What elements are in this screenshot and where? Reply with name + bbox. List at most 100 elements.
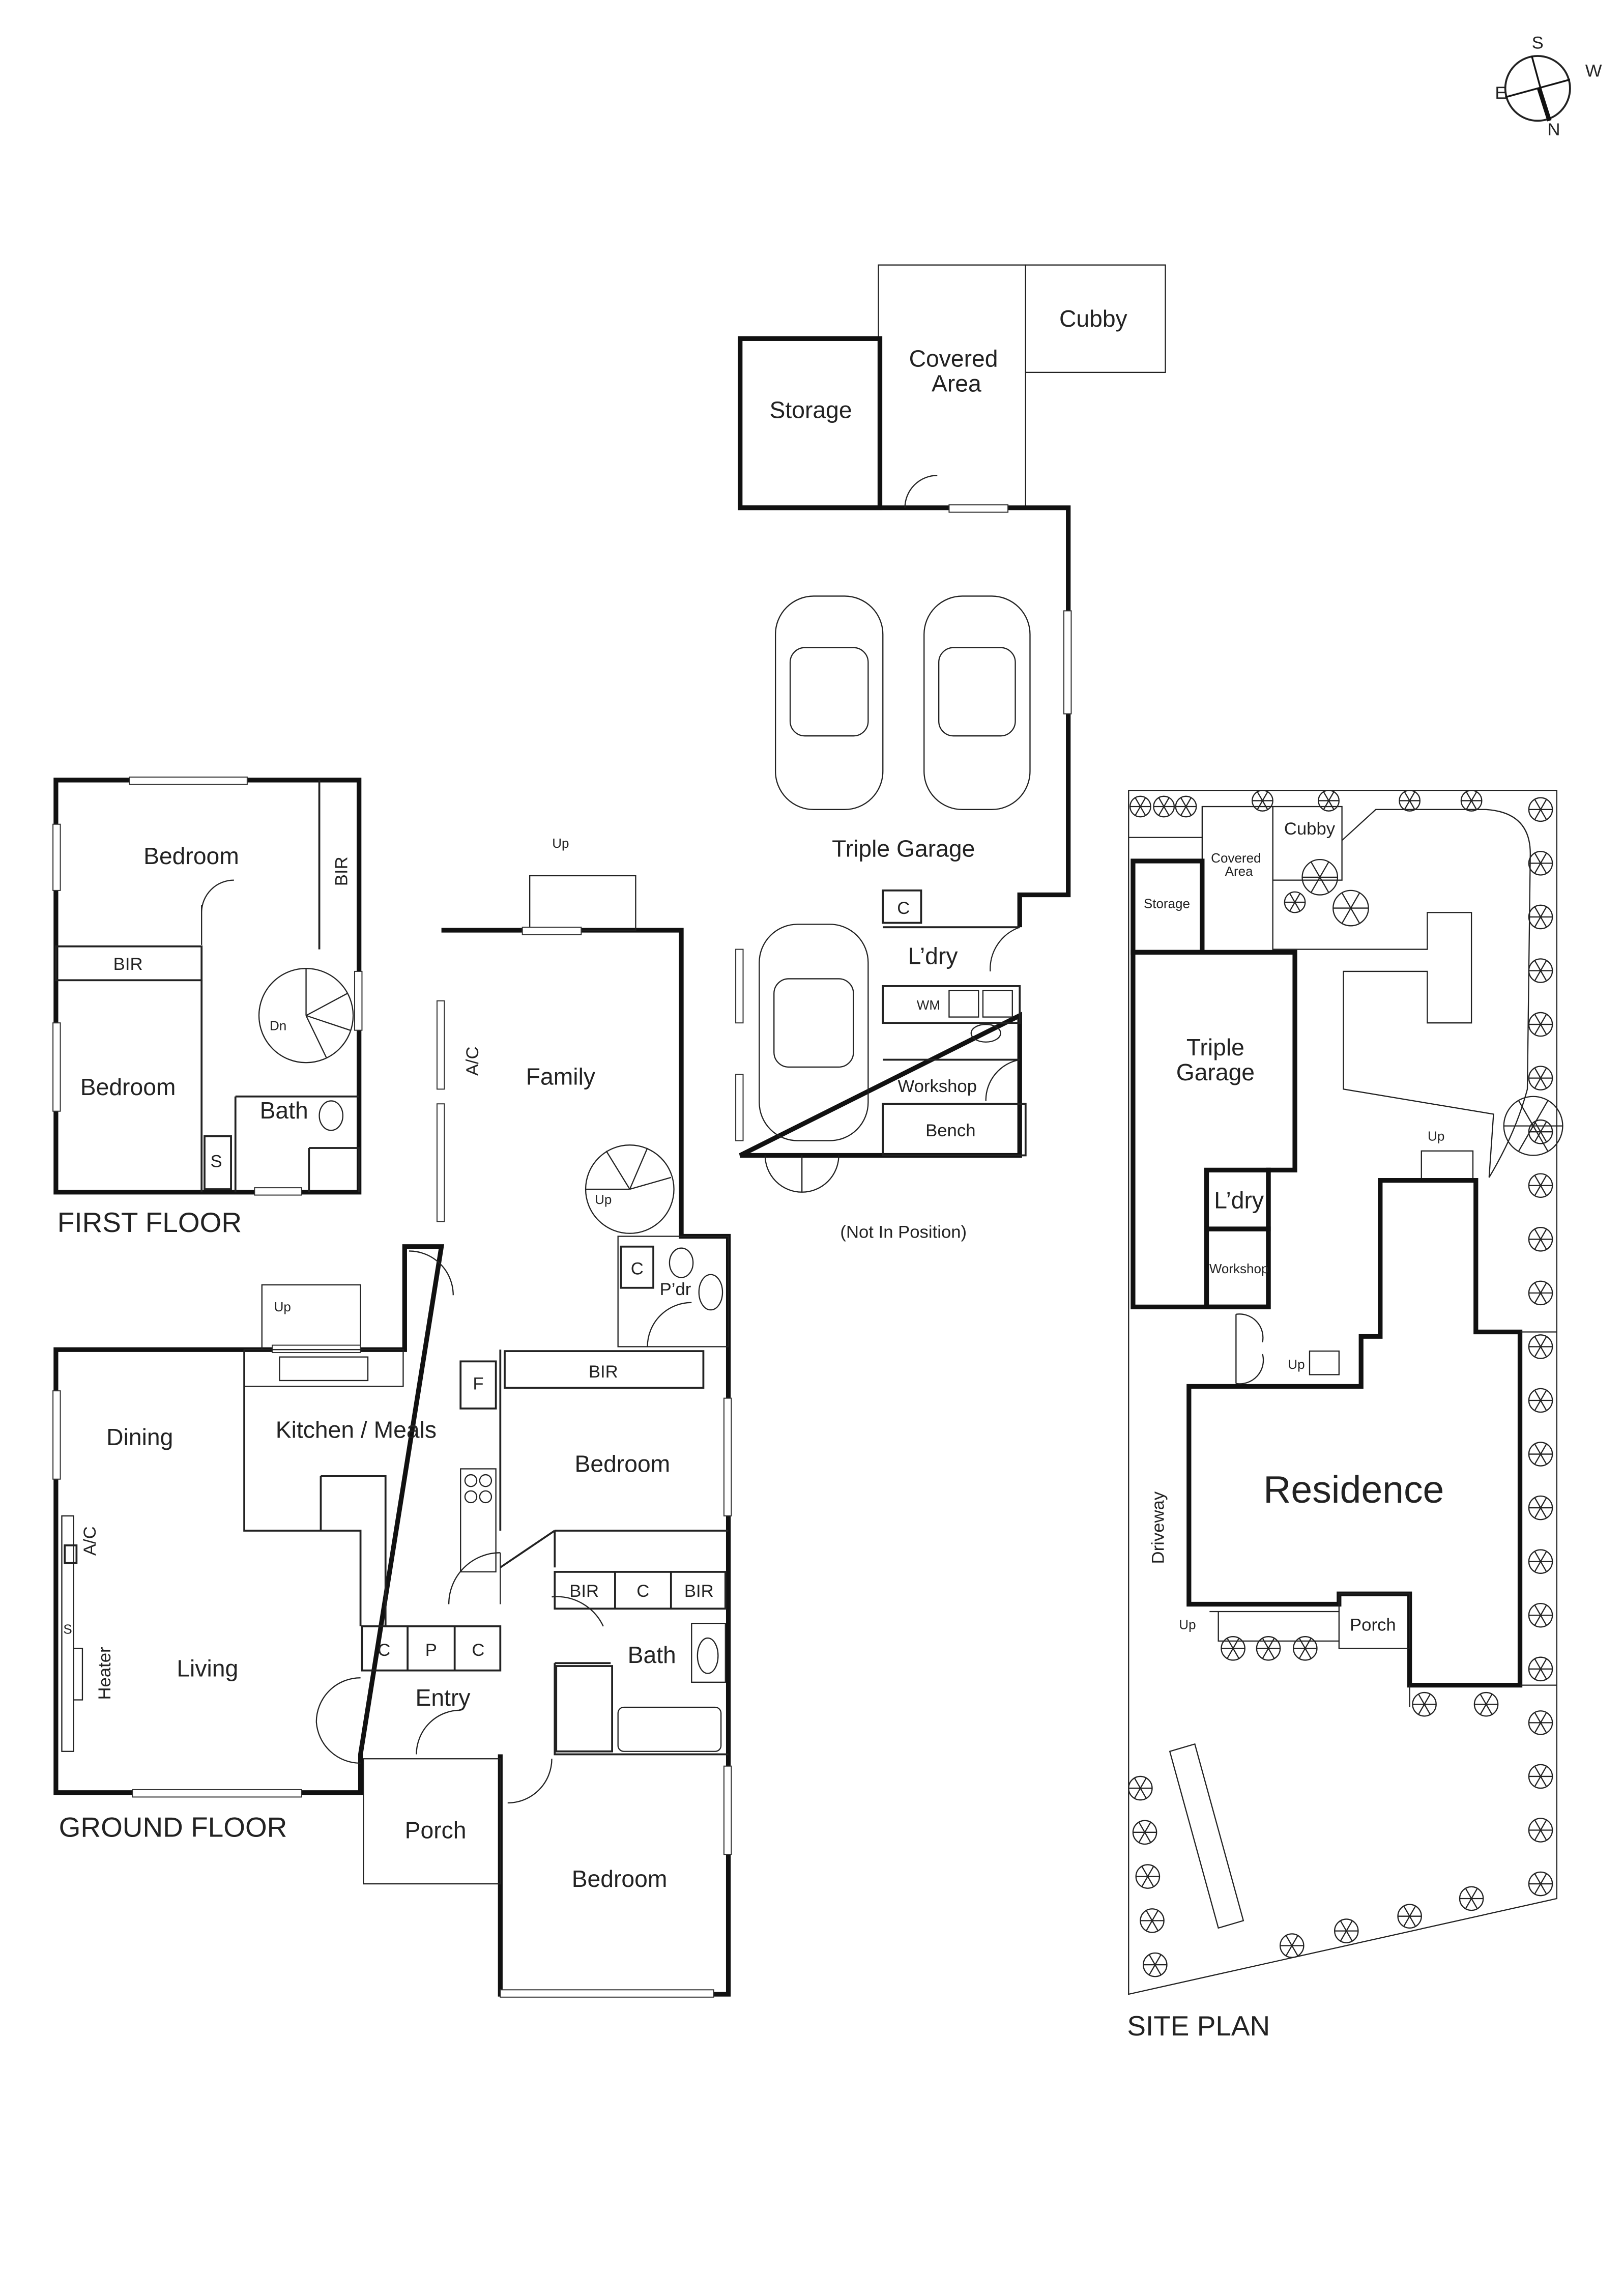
- room-entry: Entry: [416, 1684, 471, 1711]
- trees: [1128, 790, 1563, 1977]
- steps-up-label: Up: [274, 1299, 291, 1314]
- tree-icon: [1473, 1691, 1499, 1717]
- bir-label-vertical: BIR: [332, 856, 352, 886]
- site-covered-area-line1: Covered: [1211, 850, 1261, 866]
- air-conditioner-label: A/C: [80, 1526, 100, 1556]
- cupboard-label: C: [472, 1641, 484, 1660]
- tree-icon: [1528, 1119, 1553, 1144]
- tree-icon: [1279, 1933, 1305, 1958]
- bir-label: BIR: [684, 1582, 714, 1601]
- tree-icon: [1528, 851, 1553, 876]
- tree-icon: [1412, 1691, 1437, 1717]
- tree-icon: [1503, 1096, 1563, 1156]
- tree-icon: [1128, 1775, 1153, 1801]
- compass-north: N: [1548, 120, 1560, 139]
- site-triple-garage-line1: Triple: [1186, 1034, 1244, 1060]
- tree-icon: [1528, 1818, 1553, 1843]
- cupboard-label: C: [636, 1582, 649, 1601]
- compass-west: W: [1585, 62, 1602, 81]
- site-laundry: L’dry: [1214, 1187, 1264, 1214]
- site-cubby: Cubby: [1284, 819, 1336, 839]
- tree-icon: [1528, 958, 1553, 983]
- stairs-down-label: Dn: [270, 1018, 286, 1034]
- tree-icon: [1528, 1227, 1553, 1252]
- car-icon: [774, 595, 884, 810]
- pantry-label: P: [425, 1641, 437, 1660]
- tree-icon: [1528, 1656, 1553, 1682]
- room-porch: Porch: [405, 1817, 467, 1843]
- tree-icon: [1528, 1173, 1553, 1198]
- site-up-label: Up: [1179, 1617, 1196, 1632]
- compass-icon: S W E N: [1495, 34, 1602, 140]
- room-bedroom-1: Bedroom: [574, 1450, 670, 1477]
- tree-icon: [1528, 1871, 1553, 1897]
- spiral-stair-icon: [585, 1144, 675, 1234]
- spiral-stairs-up-label: Up: [595, 1192, 612, 1207]
- site-up-label: Up: [1288, 1357, 1305, 1372]
- tree-icon: [1175, 795, 1197, 818]
- tree-icon: [1153, 795, 1175, 818]
- first-floor-plan: Bedroom BIR BIR Bedroom Dn Bath S FIRST …: [52, 777, 363, 1238]
- bir-label: BIR: [113, 955, 143, 974]
- tree-icon: [1129, 795, 1151, 818]
- room-cubby: Cubby: [1059, 305, 1128, 332]
- air-conditioner-label: A/C: [463, 1046, 482, 1076]
- tree-icon: [1143, 1952, 1168, 1977]
- room-bedroom-2: Bedroom: [572, 1866, 668, 1892]
- bench-label: Bench: [925, 1121, 975, 1140]
- site-plan-title: SITE PLAN: [1127, 2010, 1270, 2042]
- room-bedroom-1: Bedroom: [143, 843, 239, 869]
- tree-icon: [1528, 1012, 1553, 1037]
- tree-icon: [1459, 1886, 1484, 1911]
- compass-east: E: [1495, 83, 1506, 103]
- tree-icon: [1528, 1764, 1553, 1789]
- tree-icon: [1397, 1904, 1422, 1929]
- site-workshop: Workshop: [1209, 1261, 1269, 1276]
- bir-label: BIR: [589, 1362, 618, 1382]
- room-laundry: L’dry: [908, 942, 959, 969]
- tree-icon: [1528, 1710, 1553, 1735]
- garage-plan: Storage Covered Area Cubby Triple Garage…: [735, 264, 1166, 1242]
- tree-icon: [1528, 1388, 1553, 1413]
- tree-icon: [1528, 904, 1553, 930]
- tree-icon: [1332, 889, 1369, 927]
- tree-icon: [1460, 790, 1483, 812]
- room-triple-garage: Triple Garage: [832, 835, 975, 862]
- room-living: Living: [177, 1655, 238, 1681]
- tree-icon: [1256, 1636, 1281, 1661]
- site-plan: Cubby Covered Area Storage Triple Garage…: [1127, 790, 1563, 2042]
- washing-machine-label: WM: [917, 997, 940, 1013]
- room-dining: Dining: [106, 1424, 173, 1450]
- room-bath: Bath: [628, 1642, 676, 1668]
- first-floor-title: FIRST FLOOR: [57, 1207, 242, 1238]
- room-powder: P’dr: [660, 1280, 691, 1299]
- room-bath: Bath: [260, 1097, 308, 1124]
- tree-icon: [1528, 1280, 1553, 1306]
- tree-icon: [1528, 1549, 1553, 1574]
- tree-icon: [1293, 1636, 1318, 1661]
- fridge-label: F: [473, 1374, 483, 1393]
- site-porch: Porch: [1350, 1616, 1396, 1635]
- site-storage: Storage: [1144, 896, 1190, 911]
- ground-floor-plan: Up A/C Family Up C P’dr Up BIR F Dining …: [52, 836, 732, 1998]
- site-covered-area-line2: Area: [1225, 864, 1253, 879]
- tree-icon: [1284, 891, 1306, 913]
- room-family: Family: [526, 1064, 596, 1090]
- tree-icon: [1528, 797, 1553, 822]
- site-driveway: Driveway: [1149, 1491, 1168, 1564]
- tree-icon: [1318, 790, 1340, 812]
- bir-label: BIR: [569, 1582, 599, 1601]
- room-workshop: Workshop: [898, 1077, 977, 1096]
- tree-icon: [1528, 1066, 1553, 1090]
- tree-icon: [1528, 1495, 1553, 1520]
- tree-icon: [1528, 1602, 1553, 1628]
- tree-icon: [1140, 1908, 1165, 1933]
- site-triple-garage-line2: Garage: [1176, 1059, 1255, 1085]
- room-covered-area-line2: Area: [932, 370, 981, 396]
- car-icon: [759, 924, 869, 1141]
- site-residence: Residence: [1263, 1468, 1444, 1511]
- tree-icon: [1301, 858, 1339, 896]
- compass-south: S: [1532, 34, 1544, 53]
- ground-floor-title: GROUND FLOOR: [59, 1812, 287, 1843]
